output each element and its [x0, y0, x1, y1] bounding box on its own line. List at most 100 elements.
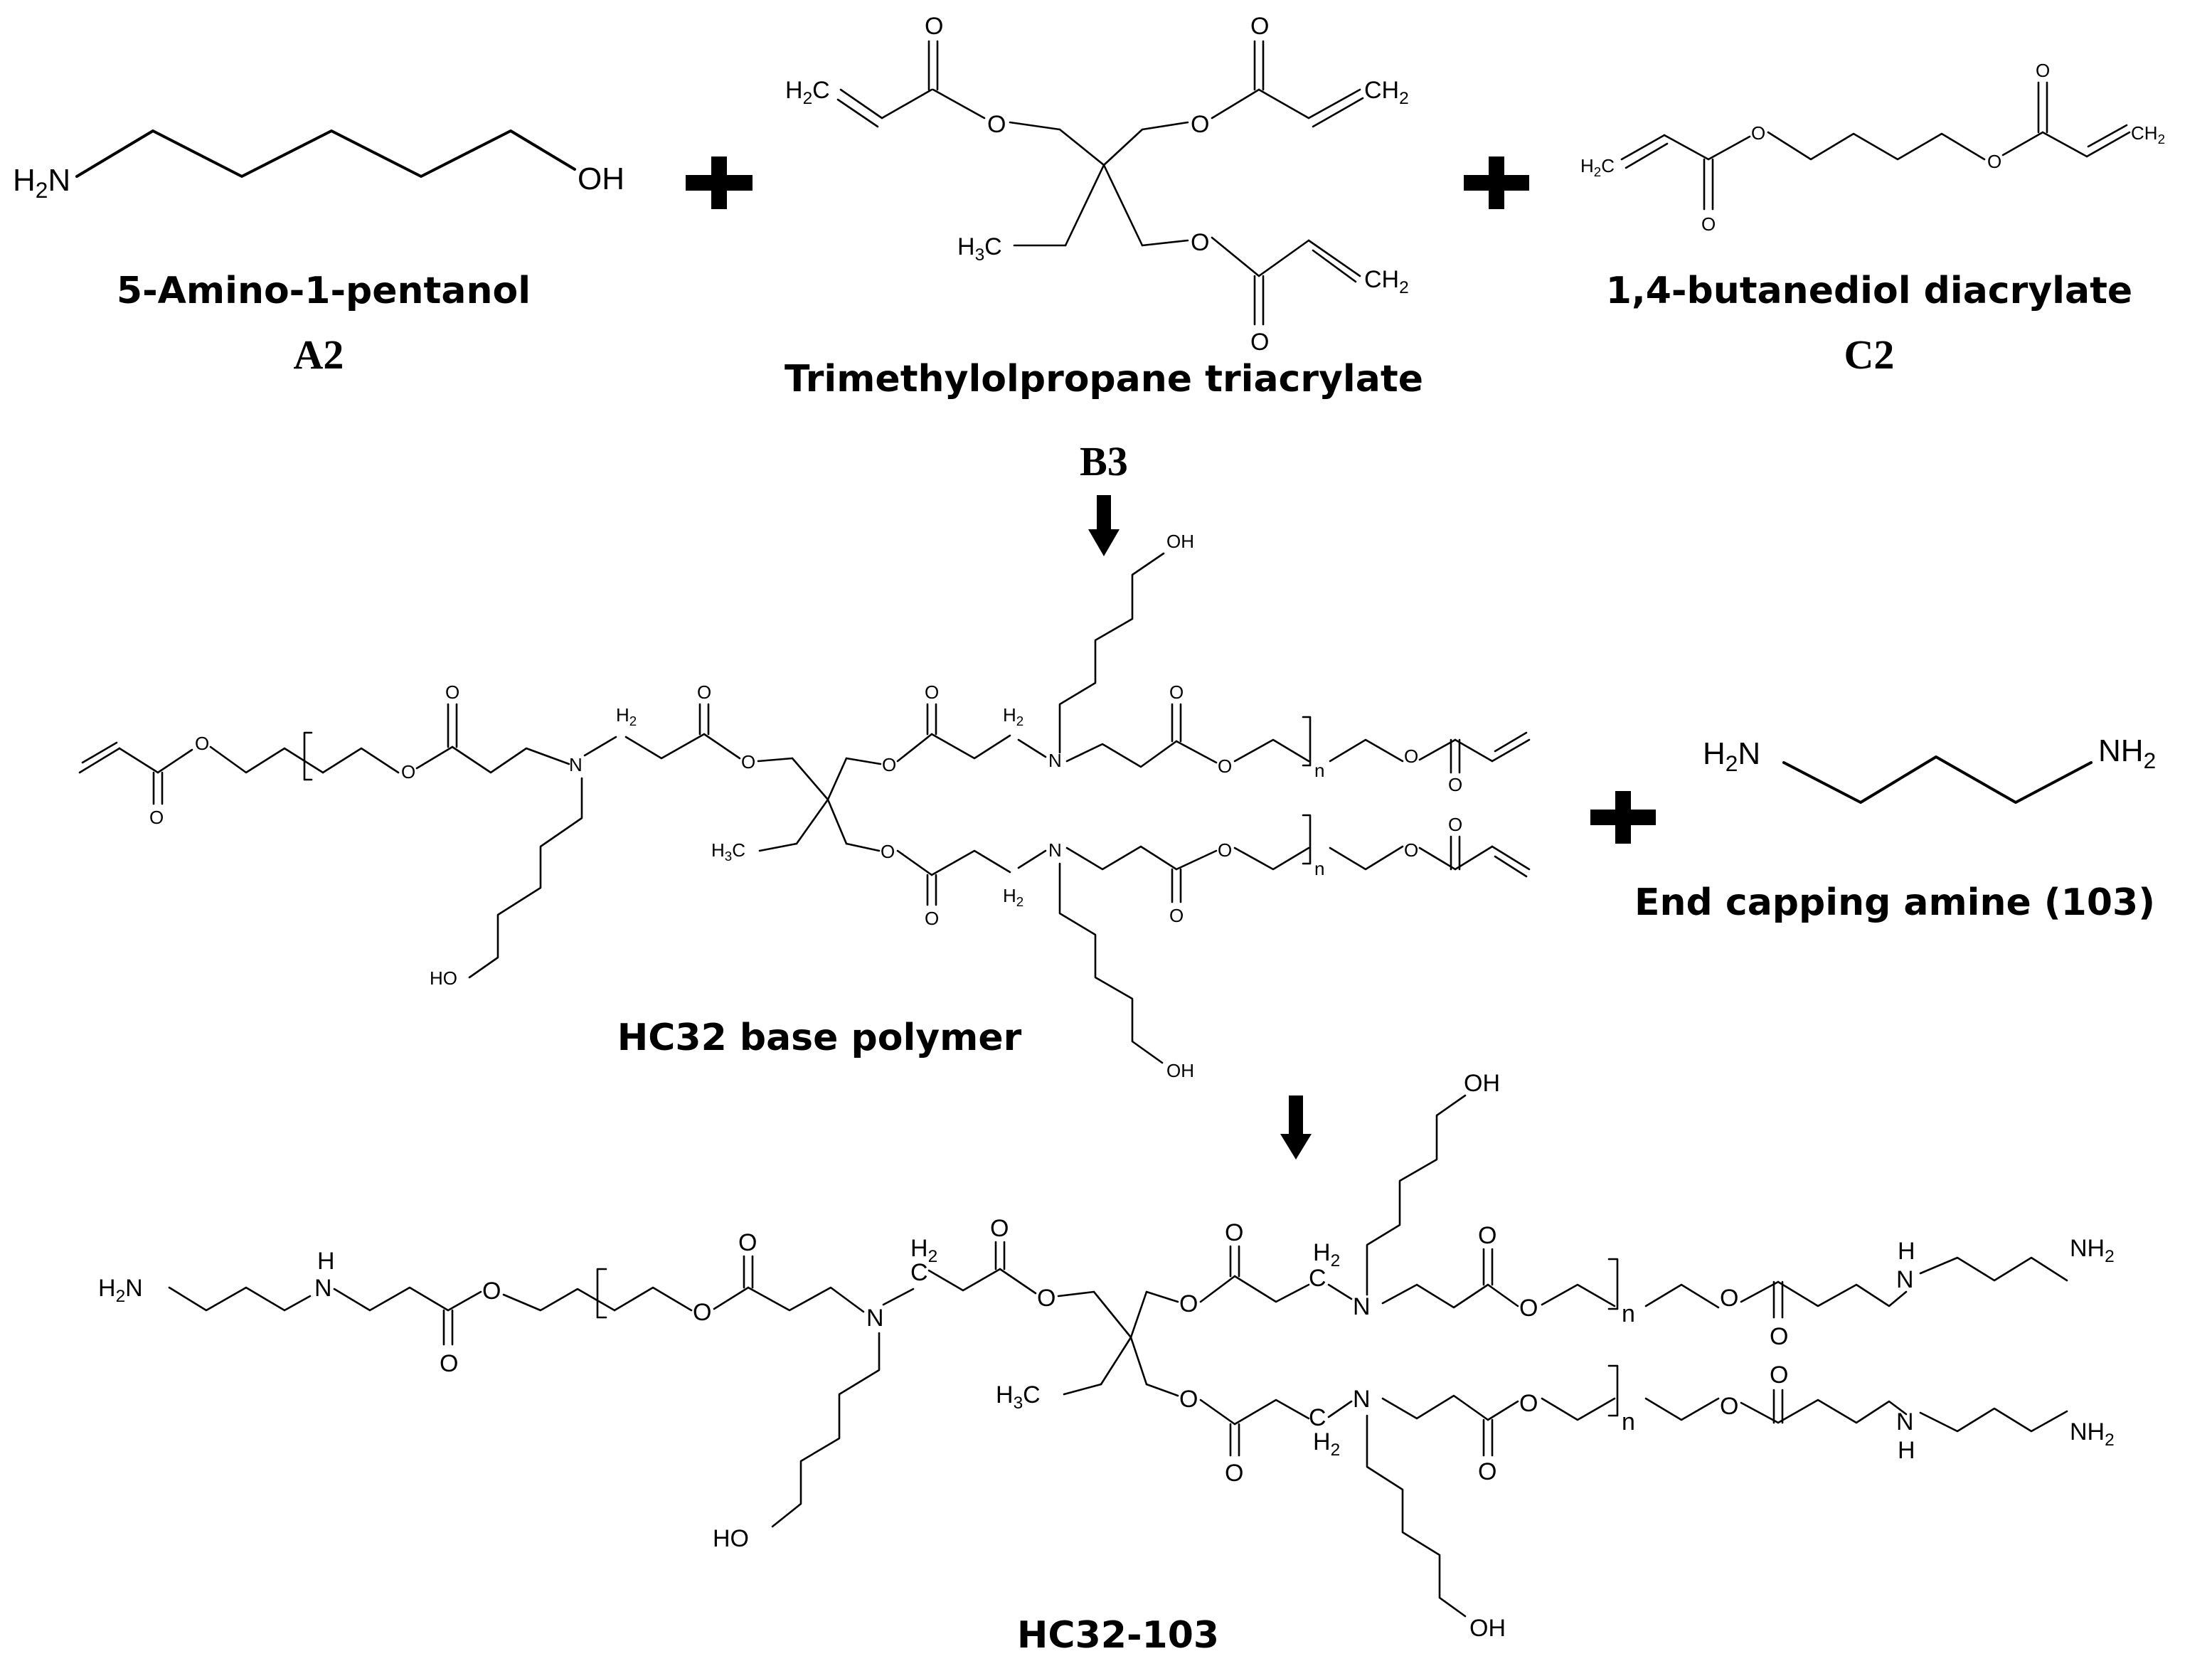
- atom-o: O: [1250, 329, 1269, 356]
- reactant-c2-name: 1,4-butanediol diacrylate: [1606, 270, 2132, 312]
- reactant-b3-name: Trimethylolpropane triacrylate: [785, 358, 1423, 400]
- atom-o: O: [1519, 1295, 1538, 1322]
- atom-n: N: [1048, 750, 1062, 771]
- atom-o: O: [440, 1350, 458, 1377]
- intermediate-name: HC32 base polymer: [617, 1017, 1022, 1059]
- atom-repeat-n: n: [1314, 858, 1324, 879]
- reaction-arrow-1: [1088, 495, 1120, 556]
- atom-h2c: H2C: [1580, 155, 1615, 179]
- atom-repeat-n: n: [1314, 760, 1324, 781]
- atom-o: O: [1404, 746, 1418, 767]
- atom-o: O: [1169, 681, 1184, 703]
- plus-sign-2: [1464, 156, 1529, 209]
- molecule-1-4-butanediol-diacrylate: H2C O O O O CH2: [1580, 60, 2165, 235]
- atom-o: O: [1448, 814, 1462, 835]
- atom-o: O: [1701, 213, 1716, 235]
- atom-n: N: [569, 754, 583, 775]
- atom-h3c: H3C: [957, 233, 1002, 265]
- reactant-c2-code: C2: [1844, 331, 1895, 378]
- atom-h: H: [317, 1248, 335, 1275]
- atom-n: N: [866, 1305, 884, 1332]
- atom-nh2: NH2: [2098, 733, 2156, 773]
- atom-o: O: [1751, 122, 1765, 144]
- atom-o: O: [1225, 1460, 1243, 1487]
- atom-h2n: H2N: [98, 1275, 143, 1306]
- atom-o: O: [1037, 1285, 1056, 1312]
- molecule-hc32-base-polymer: O O O O N HO H2 O O H3C O: [78, 531, 1531, 1081]
- atom-h3c: H3C: [711, 839, 745, 864]
- atom-o: O: [445, 681, 459, 703]
- atom-o: O: [1191, 229, 1209, 256]
- atom-o: O: [1720, 1285, 1738, 1312]
- atom-h2: H2: [910, 1235, 937, 1266]
- atom-ho: HO: [713, 1525, 749, 1552]
- reaction-arrow-2: [1280, 1095, 1312, 1160]
- reactant-a2-code: A2: [294, 331, 344, 378]
- atom-h: H: [1898, 1238, 1915, 1265]
- atom-h2: H2: [1003, 885, 1023, 909]
- atom-ch2: CH2: [1364, 266, 1409, 297]
- atom-o: O: [1404, 839, 1418, 861]
- atom-o: O: [482, 1278, 501, 1305]
- atom-o: O: [693, 1299, 711, 1326]
- atom-nh2: NH2: [2070, 1235, 2115, 1266]
- atom-o: O: [1770, 1362, 1788, 1389]
- molecule-hc32-103: H2N N H O O O O N HO C H2 O O: [98, 1070, 2115, 1642]
- atom-h2c: H2C: [785, 77, 830, 108]
- atom-h: H: [1898, 1437, 1915, 1464]
- atom-o: O: [1770, 1323, 1788, 1350]
- atom-o: O: [1225, 1219, 1243, 1246]
- atom-oh: OH: [578, 161, 624, 196]
- molecule-end-capping-amine: H2N NH2: [1703, 733, 2156, 804]
- atom-o: O: [741, 751, 755, 773]
- atom-o: O: [990, 1215, 1009, 1242]
- atom-o: O: [987, 111, 1006, 138]
- atom-oh: OH: [1464, 1070, 1500, 1097]
- atom-o: O: [882, 754, 896, 775]
- atom-nh2: NH2: [2070, 1418, 2115, 1450]
- atom-o: O: [1169, 905, 1184, 926]
- molecule-5-amino-1-pentanol: H2N OH: [13, 129, 624, 203]
- atom-repeat-n: n: [1622, 1300, 1635, 1327]
- product-name: HC32-103: [1017, 1614, 1219, 1657]
- atom-nh: N: [1896, 1266, 1914, 1293]
- atom-ch2: CH2: [1364, 77, 1409, 108]
- atom-o: O: [1478, 1222, 1496, 1249]
- reactant-b3-code: B3: [1080, 438, 1128, 484]
- atom-o: O: [401, 761, 415, 782]
- atom-c: C: [1309, 1404, 1326, 1431]
- atom-o: O: [738, 1229, 757, 1256]
- plus-sign-1: [686, 156, 753, 209]
- reactant-a2-name: 5-Amino-1-pentanol: [117, 270, 531, 312]
- end-cap-name: End capping amine (103): [1634, 881, 2155, 924]
- atom-o: O: [195, 733, 209, 754]
- atom-ho: HO: [430, 967, 457, 989]
- atom-o: O: [1720, 1393, 1738, 1420]
- atom-oh: OH: [1166, 1060, 1194, 1081]
- atom-nh: N: [314, 1275, 332, 1302]
- atom-c: C: [910, 1259, 928, 1286]
- atom-h2: H2: [1003, 704, 1023, 728]
- atom-nh: N: [1896, 1408, 1914, 1436]
- atom-oh: OH: [1469, 1615, 1506, 1642]
- atom-h2: H2: [1313, 1428, 1340, 1460]
- atom-n: N: [1048, 839, 1062, 861]
- atom-o: O: [925, 681, 939, 703]
- atom-o: O: [2036, 60, 2050, 81]
- atom-o: O: [881, 841, 895, 862]
- atom-o: O: [1179, 1290, 1198, 1317]
- atom-h2n: H2N: [13, 163, 70, 203]
- atom-o: O: [1448, 774, 1462, 795]
- atom-o: O: [1478, 1458, 1496, 1485]
- plus-sign-3: [1590, 791, 1656, 844]
- atom-h2: H2: [616, 704, 637, 728]
- atom-oh: OH: [1166, 531, 1194, 552]
- atom-n: N: [1353, 1293, 1371, 1320]
- atom-h3c: H3C: [996, 1381, 1041, 1413]
- atom-o: O: [1218, 839, 1232, 861]
- atom-h2: H2: [1313, 1239, 1340, 1270]
- atom-o: O: [1179, 1386, 1198, 1413]
- atom-n: N: [1353, 1386, 1371, 1413]
- atom-h2n: H2N: [1703, 736, 1760, 776]
